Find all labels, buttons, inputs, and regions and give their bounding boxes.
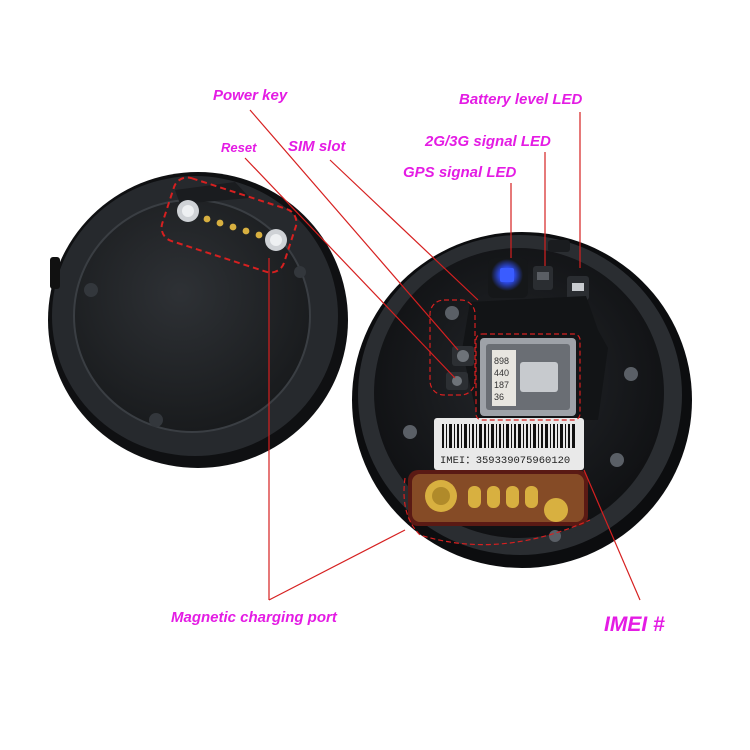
sim-slot-label: SIM slot <box>288 138 346 155</box>
charging-port-label: Magnetic charging port <box>171 609 337 626</box>
leader-lines <box>244 109 641 601</box>
lid-charging-contacts <box>160 176 298 274</box>
sim-fragment-0: 898 <box>494 356 509 366</box>
signal-led-label: 2G/3G signal LED <box>425 133 551 150</box>
reset-label: Reset <box>221 140 257 155</box>
imei-callout-label: IMEI # <box>604 613 665 636</box>
sim-fragment-3: 36 <box>494 392 504 402</box>
back-cover <box>48 172 348 468</box>
gps-led-label: GPS signal LED <box>403 164 517 181</box>
imei-number: IMEI：359339075960120 <box>440 455 570 467</box>
device-body: 898 440 187 36 <box>352 232 692 568</box>
barcode-icon <box>442 424 575 448</box>
power-key-label: Power key <box>213 87 288 104</box>
sim-fragment-1: 440 <box>494 368 509 378</box>
sim-fragment-2: 187 <box>494 380 509 390</box>
battery-led-label: Battery level LED <box>459 91 583 108</box>
